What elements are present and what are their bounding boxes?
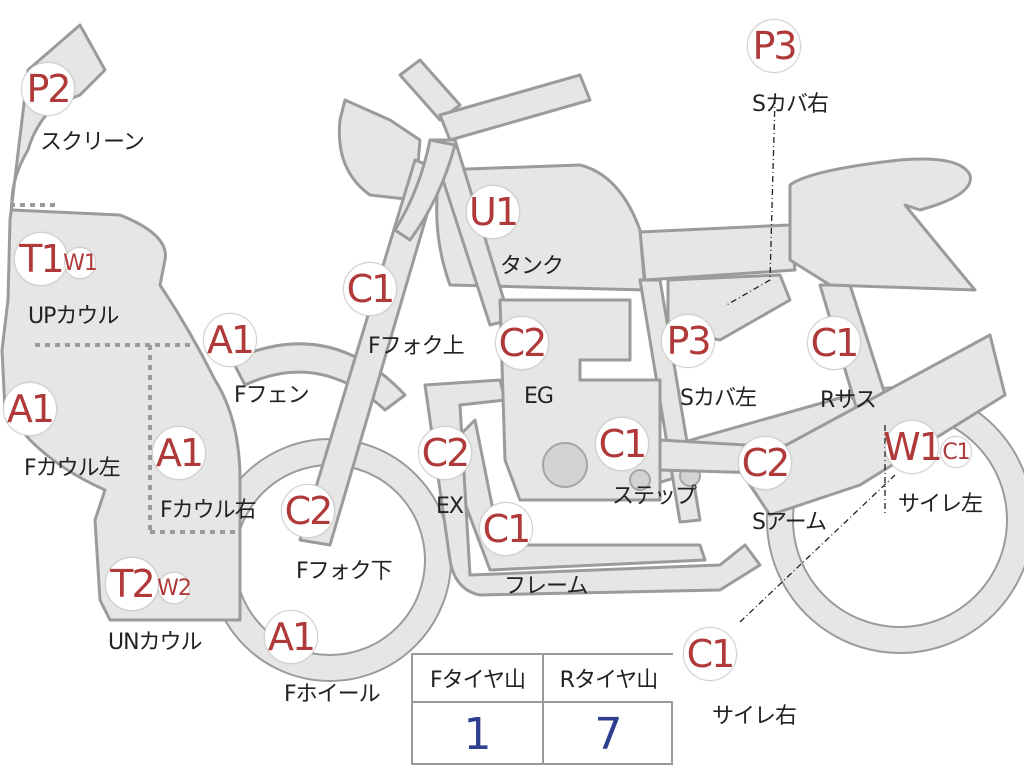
marker-exhaust: C2 [418, 426, 472, 480]
marker-fork-lower: C2 [281, 484, 335, 538]
marker-side-cover-left: P3 [661, 314, 715, 368]
marker-front-wheel: A1 [264, 610, 318, 664]
tire-tread-table: Fタイヤ山 Rタイヤ山 1 7 [411, 653, 673, 765]
label-cowl-left: Fカウル左 [24, 456, 121, 481]
label-screen: スクリーン [40, 130, 145, 155]
label-upper-cowl: UPカウル [28, 304, 119, 329]
label-fork-lower: Fフォク下 [296, 559, 393, 584]
marker-frame: C1 [479, 502, 533, 556]
marker-under-cowl: T2 [105, 557, 159, 611]
tail-shape [788, 157, 977, 292]
label-cowl-right: Fカウル右 [160, 498, 257, 523]
leader-muffler-right [739, 474, 896, 623]
marker-cowl-left: A1 [3, 382, 57, 436]
label-tank: タンク [500, 254, 564, 279]
table-divider [542, 655, 544, 763]
label-front-wheel: Fホイール [284, 682, 381, 707]
marker-muffler-left: W1 [883, 420, 943, 474]
marker-muffler-left-sub: C1 [940, 436, 972, 468]
label-exhaust: EX [436, 494, 464, 519]
marker-swing-arm: C2 [738, 436, 792, 490]
marker-engine: C2 [495, 316, 549, 370]
marker-side-cover-right: P3 [747, 19, 801, 73]
rear-tire-tread-header: Rタイヤ山 [544, 655, 673, 703]
label-engine: EG [524, 384, 554, 409]
front-tire-tread-value: 1 [463, 708, 492, 760]
label-under-cowl: UNカウル [108, 630, 203, 655]
rear-tire-tread-value: 7 [594, 708, 623, 760]
marker-upper-cowl: T1 [14, 232, 68, 286]
leader-side-cover-right [724, 97, 776, 307]
label-fork-upper: Fフォク上 [368, 334, 465, 359]
front-tire-tread-header: Fタイヤ山 [413, 655, 542, 703]
engine-cover [542, 442, 588, 488]
label-muffler-right: サイレ右 [712, 704, 797, 729]
marker-upper-cowl-sub: W1 [63, 247, 98, 279]
marker-under-cowl-sub: W2 [157, 572, 192, 604]
marker-step: C1 [595, 417, 649, 471]
label-side-cover-left: Sカバ左 [680, 386, 757, 411]
label-frame: フレーム [504, 574, 588, 599]
label-step: ステップ [612, 484, 697, 509]
marker-muffler-right: C1 [683, 627, 737, 681]
label-front-fender: Fフェン [234, 383, 310, 408]
marker-tank: U1 [466, 185, 520, 239]
label-rear-suspension: Rサス [820, 388, 877, 413]
label-side-cover-right: Sカバ右 [752, 92, 829, 117]
marker-fork-upper: C1 [343, 262, 397, 316]
marker-cowl-right: A1 [152, 426, 206, 480]
marker-screen: P2 [21, 62, 75, 116]
label-muffler-left: サイレ左 [898, 492, 983, 517]
marker-front-fender: A1 [203, 313, 257, 367]
marker-rear-suspension: C1 [807, 316, 861, 370]
label-swing-arm: Sアーム [752, 510, 827, 535]
